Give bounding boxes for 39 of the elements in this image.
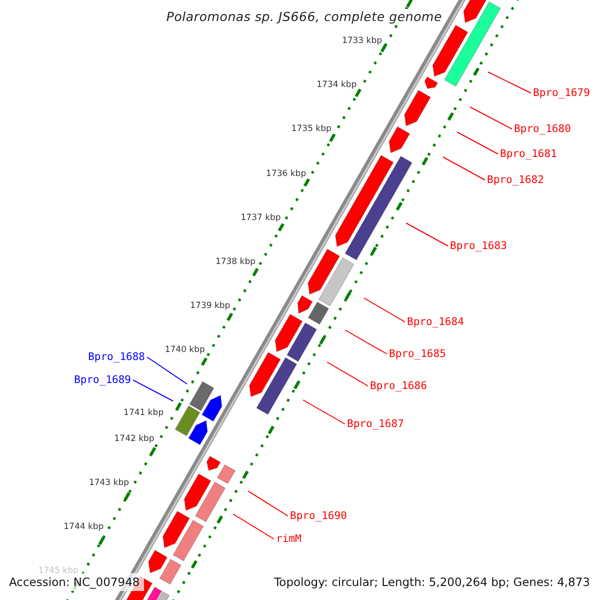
leader-line	[248, 490, 288, 516]
map-title: Polaromonas sp. JS666, complete genome	[164, 9, 444, 24]
scale-label: 1734 kbp	[316, 80, 357, 90]
gene-label: Bpro_1679	[533, 87, 590, 99]
leader-line	[344, 330, 388, 354]
leader-line	[406, 222, 448, 246]
gene-label: Bpro_1687	[347, 418, 404, 430]
gene-label: Bpro_1682	[487, 174, 544, 186]
leader-line	[364, 298, 406, 322]
leader-line	[146, 356, 188, 384]
scale-label: 1744 kbp	[64, 522, 104, 532]
scale-label: 1733 kbp	[342, 36, 382, 46]
scale-label: 1738 kbp	[215, 257, 256, 267]
gene-label: Bpro_1681	[500, 148, 557, 160]
gene-label: rimM	[276, 533, 302, 545]
scale-label: 1736 kbp	[266, 168, 306, 179]
scale-label: 1741 kbp	[124, 408, 164, 418]
scale-label: 1740 kbp	[164, 345, 205, 356]
leader-line	[488, 72, 532, 94]
scale-label: 1737 kbp	[240, 212, 281, 223]
gene-label: Bpro_1683	[450, 240, 507, 252]
leader-line	[326, 362, 368, 386]
leader-line	[470, 106, 512, 130]
scale-label: 1742 kbp	[114, 434, 154, 444]
gene-label: Bpro_1690	[290, 510, 347, 522]
gene-label: Bpro_1680	[514, 123, 571, 135]
gene-label: Bpro_1686	[370, 380, 427, 392]
leader-line	[456, 132, 498, 154]
gene-label: Bpro_1684	[407, 316, 464, 328]
leader-line	[302, 400, 346, 424]
gene-label: Bpro_1689	[74, 374, 131, 386]
leader-line	[232, 514, 274, 540]
scale-label: 1743 kbp	[88, 478, 129, 488]
scale-label: 1735 kbp	[291, 124, 332, 134]
leader-line	[132, 380, 174, 402]
leader-line	[442, 156, 486, 180]
gene-label: Bpro_1685	[389, 348, 446, 360]
gene-label: Bpro_1688	[88, 351, 145, 363]
scale-label: 1739 kbp	[190, 301, 230, 312]
